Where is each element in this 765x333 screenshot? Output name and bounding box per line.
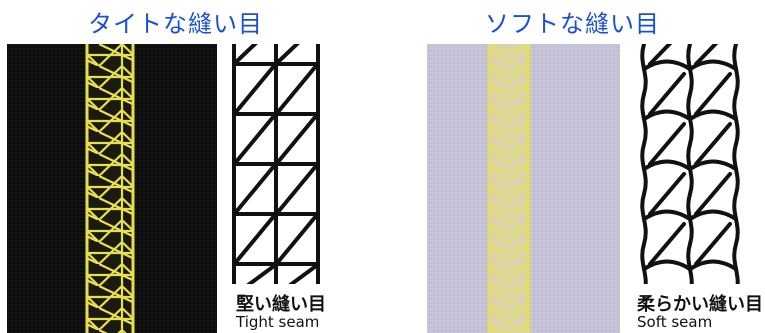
soft-seam-photo xyxy=(427,44,620,333)
tight-seam-diagram xyxy=(232,44,322,284)
soft-seam-caption-en: Soft seam xyxy=(637,313,713,331)
soft-seam-caption-jp: 柔らかい縫い目 xyxy=(637,294,763,315)
tight-seam-caption-en: Tight seam xyxy=(236,313,320,331)
soft-seam-heading: ソフトな縫い目 xyxy=(485,10,660,38)
tight-seam-caption-jp: 堅い縫い目 xyxy=(236,294,326,315)
tight-seam-photo xyxy=(7,44,217,333)
tight-seam-heading: タイトな縫い目 xyxy=(88,10,263,38)
soft-seam-diagram xyxy=(640,44,740,284)
